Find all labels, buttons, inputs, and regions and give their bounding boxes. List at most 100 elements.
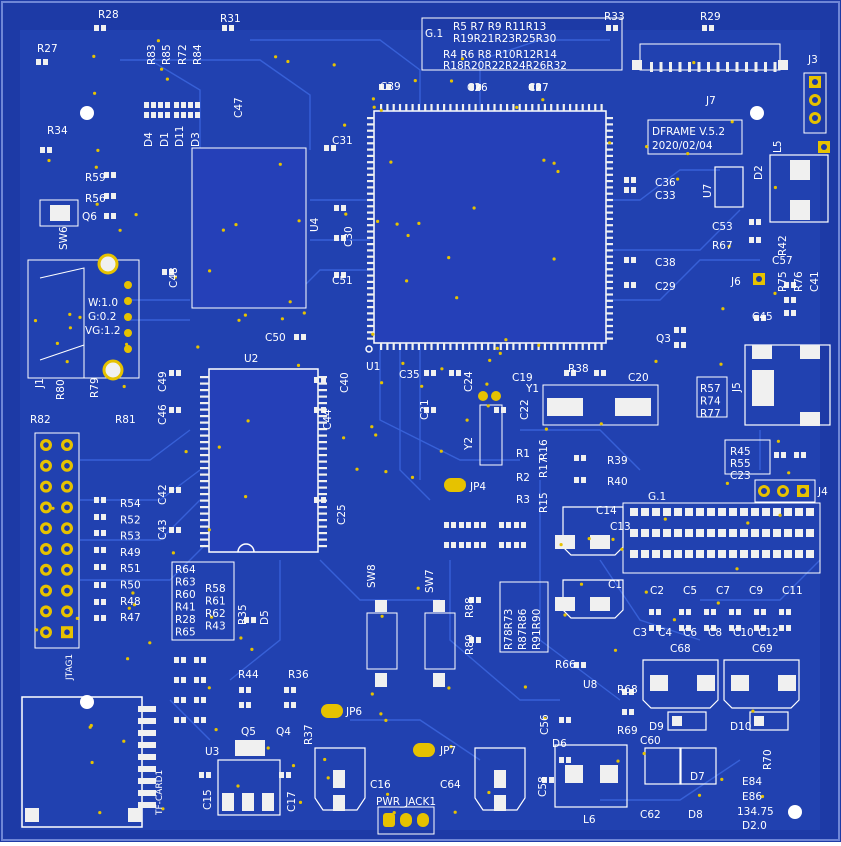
component-label-c17: C17 — [286, 791, 298, 812]
component-label-c20: C20 — [628, 372, 649, 384]
u8-label: U8 — [583, 679, 597, 691]
j1-spec-vg: VG:1.2 — [85, 325, 121, 337]
resistor-label: C23 — [730, 470, 751, 482]
resistor-label: R91R90 — [531, 609, 543, 650]
j4-label: J4 — [817, 486, 828, 498]
component-label-r16: R16 — [538, 439, 550, 460]
component-label-c56: C56 — [539, 714, 551, 735]
u2-memory — [200, 368, 327, 553]
component-label-r89: R89 — [464, 634, 476, 655]
component-label-r72: R72 — [177, 44, 189, 65]
component-label-d10: D10 — [730, 721, 751, 733]
group-box-row3: R4 R6 R8 R10R12R14 — [443, 49, 557, 61]
component-label-q6: Q6 — [82, 211, 97, 223]
component-label-r80: R80 — [55, 379, 67, 400]
component-label-c39: C39 — [380, 81, 401, 93]
component-label-c30: C30 — [343, 226, 355, 247]
component-label-c48: C48 — [168, 267, 180, 288]
component-label-c22: C22 — [519, 399, 531, 420]
g1-pad-array — [622, 502, 821, 574]
component-label-c19: C19 — [512, 372, 533, 384]
resistor-label: R78R73 — [503, 609, 515, 650]
component-label-r42: R42 — [777, 235, 789, 256]
resistor-label: R61 — [205, 596, 226, 608]
j4-header — [754, 479, 816, 503]
component-label-r79: R79 — [89, 377, 101, 398]
cap-label: C7 — [716, 585, 730, 597]
component-label-e86: E86 — [742, 791, 762, 803]
cap-label: C10 — [733, 627, 754, 639]
component-label-c45: C45 — [752, 311, 773, 323]
component-label-d2: D2 — [753, 165, 765, 180]
component-label-c35: C35 — [399, 369, 420, 381]
component-label-r17: R17 — [538, 457, 550, 478]
group-box-row1: R5 R7 R9 R11R13 — [453, 21, 546, 33]
component-label-r44: R44 — [238, 669, 259, 681]
component-label-r31: R31 — [220, 13, 241, 25]
component-label-r40: R40 — [607, 476, 628, 488]
component-label-r59: R59 — [85, 172, 106, 184]
resistor-label: R55 — [730, 458, 751, 470]
u1-label: U1 — [366, 361, 380, 373]
resistor-label: R41 — [175, 602, 196, 614]
j6-label: J6 — [730, 276, 741, 288]
component-label-c14: C14 — [596, 505, 617, 517]
sw8-label: SW8 — [366, 564, 378, 588]
component-label-l6: L6 — [583, 814, 596, 826]
component-label-r3: R3 — [516, 494, 530, 506]
u4-label: U4 — [309, 217, 321, 232]
component-label-c26: C26 — [467, 82, 488, 94]
component-label-c25: C25 — [336, 504, 348, 525]
resistor-label: R64 — [175, 564, 196, 576]
resistor-label: R45 — [730, 446, 751, 458]
j3-header — [803, 72, 830, 153]
component-label-d11: D11 — [174, 126, 186, 147]
cap-label: C5 — [683, 585, 697, 597]
component-label-c43: C43 — [157, 519, 169, 540]
component-label-c64: C64 — [440, 779, 461, 791]
resistor-label: R49 — [120, 547, 141, 559]
component-label-c13: C13 — [610, 521, 631, 533]
resistor-label: R47 — [120, 612, 141, 624]
resistor-label: R58 — [205, 583, 226, 595]
jp7-label: JP7 — [439, 745, 456, 757]
component-label-r67: R67 — [712, 240, 733, 252]
component-label-c47: C47 — [233, 97, 245, 118]
component-label-d3: D3 — [190, 132, 202, 147]
component-label-c16: C16 — [370, 779, 391, 791]
j1-usb-connector — [27, 253, 140, 381]
component-label-c29: C29 — [655, 281, 676, 293]
component-label-c27: C27 — [528, 82, 549, 94]
u1-mcu — [365, 104, 613, 353]
component-label-c36: C36 — [655, 177, 676, 189]
cap-label: C8 — [708, 627, 722, 639]
component-label-c62: C62 — [640, 809, 661, 821]
power-components — [217, 154, 831, 816]
j6-header — [753, 273, 765, 285]
vias — [33, 39, 791, 815]
group-box-frame — [421, 17, 623, 71]
component-label-d7: D7 — [690, 771, 705, 783]
resistor-label: R51 — [120, 563, 141, 575]
component-label-c42: C42 — [157, 484, 169, 505]
j3-label: J3 — [807, 54, 818, 66]
component-label-c38: C38 — [655, 257, 676, 269]
component-label-r34: R34 — [47, 125, 68, 137]
component-label-c58: C58 — [537, 776, 549, 797]
component-label-q5: Q5 — [241, 726, 256, 738]
resistor-label: R57 — [700, 383, 721, 395]
component-label-r33: R33 — [604, 11, 625, 23]
sw6-label: SW6 — [58, 226, 70, 250]
bottom-right-l2: D2.0 — [742, 820, 767, 832]
version-line1: DFRAME V.5.2 — [652, 126, 725, 138]
component-label-c24: C24 — [463, 371, 475, 392]
component-label-c60: C60 — [640, 735, 661, 747]
u3-label: U3 — [205, 746, 219, 758]
smd-pads — [36, 25, 806, 783]
resistor-label: R62 — [205, 608, 226, 620]
